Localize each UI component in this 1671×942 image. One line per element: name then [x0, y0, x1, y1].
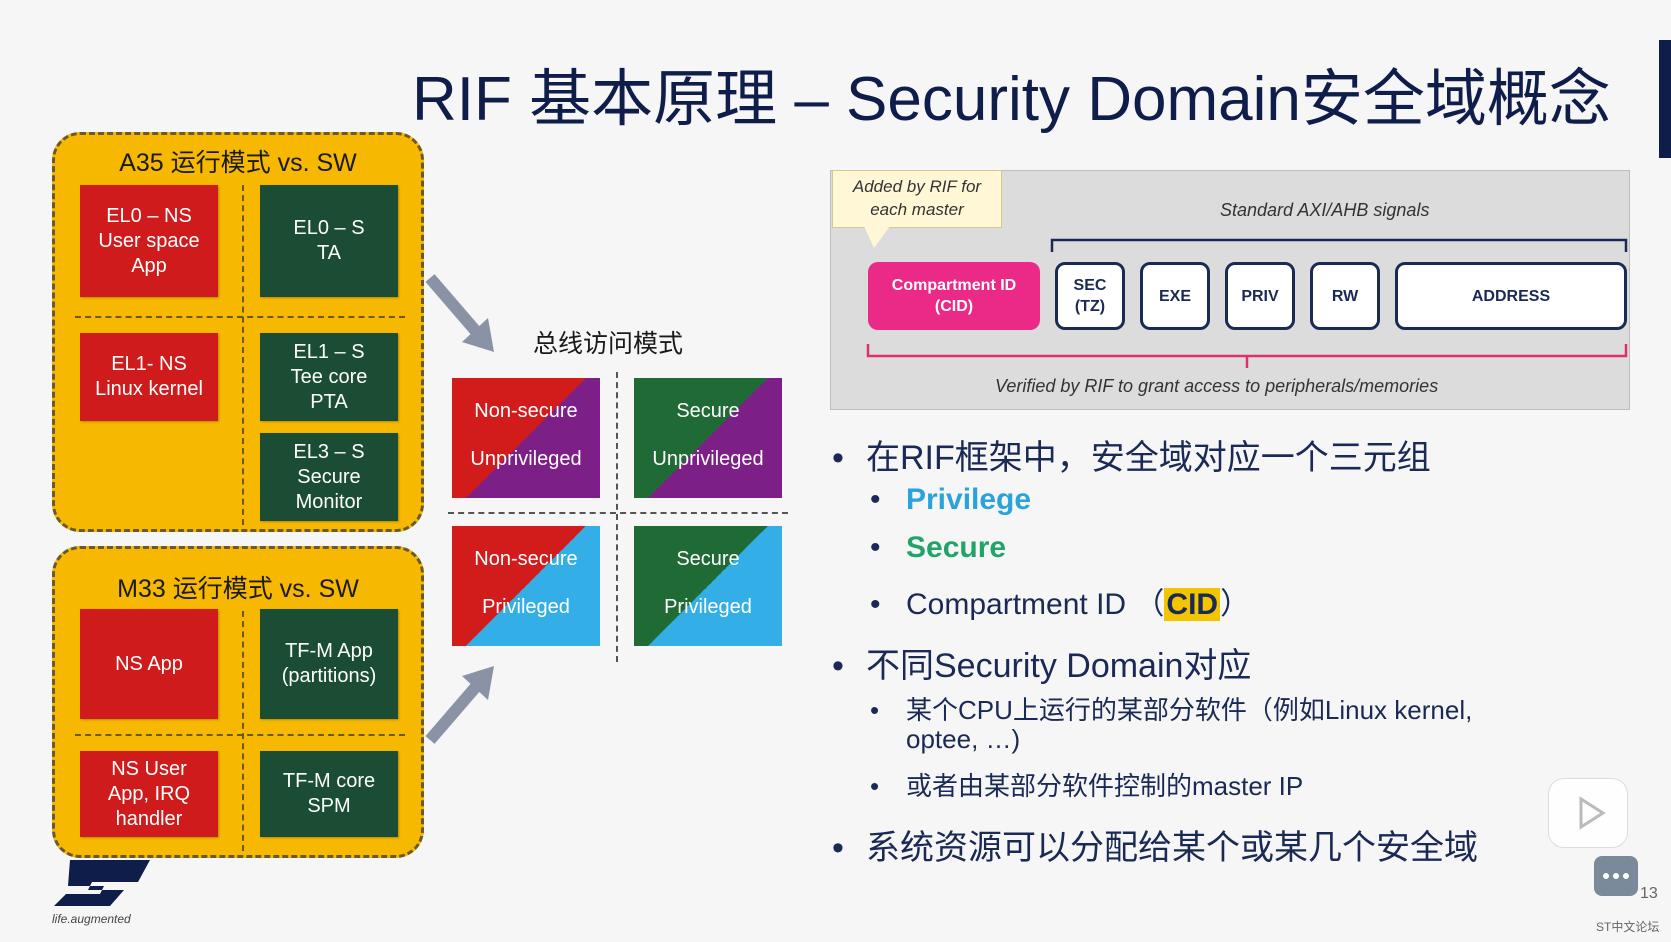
bullet-cid: •Compartment ID （CID） [870, 588, 1251, 621]
priv-signal: PRIV [1225, 262, 1295, 330]
quad-secure-privileged: Secure Privileged [634, 526, 782, 646]
forum-label: ST中文论坛 [1596, 920, 1660, 934]
quad-label: Unprivileged [470, 448, 582, 470]
quad-label: Secure [676, 400, 740, 422]
m33-panel-title: M33 运行模式 vs. SW [117, 575, 359, 603]
quad-label: Unprivileged [652, 448, 764, 470]
quad-label: Privileged [664, 596, 752, 618]
quad-nonsecure-privileged: Non-secure Privileged [452, 526, 600, 646]
el1-s-box: EL1 – S Tee core PTA [260, 333, 398, 421]
standard-signals-label: Standard AXI/AHB signals [1220, 200, 1430, 220]
address-signal: ADDRESS [1395, 262, 1627, 330]
st-logo-icon [54, 860, 150, 906]
a35-panel: A35 运行模式 vs. SW EL0 – NS User space App … [52, 132, 424, 532]
divider [616, 372, 618, 662]
page-number: 13 [1640, 885, 1658, 902]
quad-nonsecure-unprivileged: Non-secure Unprivileged [452, 378, 600, 498]
bus-access-label: 总线访问模式 [533, 330, 684, 358]
el1-ns-box: EL1- NS Linux kernel [80, 333, 218, 421]
page-title: RIF 基本原理 – Security Domain安全域概念 [412, 65, 1611, 134]
bracket-top [1050, 238, 1628, 252]
exe-signal: EXE [1140, 262, 1210, 330]
a35-panel-title: A35 运行模式 vs. SW [119, 149, 357, 177]
bullet-2a: •某个CPU上运行的某部分软件（例如Linux kernel, [870, 695, 1473, 725]
logo-tagline: life.augmented [52, 912, 131, 926]
cid-prefix: Compartment ID （ [906, 588, 1165, 621]
bullet-2a-text: 某个CPU上运行的某部分软件（例如Linux kernel, [906, 695, 1473, 725]
tfm-core-box: TF-M core SPM [260, 751, 398, 837]
privilege-text: Privilege [906, 483, 1032, 516]
ns-user-box: NS User App, IRQ handler [80, 751, 218, 837]
arrow-up-icon [425, 666, 494, 744]
tfm-app-box: TF-M App (partitions) [260, 609, 398, 719]
quad-label: Secure [676, 548, 740, 570]
bullet-2b: •或者由某部分软件控制的master IP [870, 771, 1304, 801]
secure-text: Secure [906, 531, 1007, 564]
bullet-2-text: 不同Security Domain对应 [866, 647, 1252, 685]
play-button[interactable] [1548, 778, 1628, 848]
divider [75, 316, 405, 318]
verified-label: Verified by RIF to grant access to perip… [995, 376, 1439, 396]
divider [242, 185, 244, 525]
bullet-2a-cont: optee, …) [906, 724, 1021, 754]
bullet-3-text: 系统资源可以分配给某个或某几个安全域 [866, 829, 1478, 867]
bullet-1-text: 在RIF框架中，安全域对应一个三元组 [866, 439, 1431, 477]
cid-signal: Compartment ID (CID) [868, 262, 1040, 330]
quad-label: Non-secure [474, 400, 578, 422]
sec-signal: SEC (TZ) [1055, 262, 1125, 330]
el0-ns-box: EL0 – NS User space App [80, 185, 218, 297]
bullet-1: •在RIF框架中，安全域对应一个三元组 [832, 439, 1431, 477]
cid-suffix: ） [1220, 588, 1251, 621]
quad-label: Privileged [482, 596, 570, 618]
arrow-down-icon [425, 274, 494, 352]
title-accent-bar [1659, 40, 1671, 158]
rif-note: Added by RIF for each master [832, 170, 1002, 228]
rw-signal: RW [1310, 262, 1380, 330]
el3-s-box: EL3 – S Secure Monitor [260, 433, 398, 521]
comment-icon[interactable] [1594, 856, 1638, 896]
m33-panel: M33 运行模式 vs. SW NS App TF-M App (partiti… [52, 546, 424, 858]
bullet-privilege: •Privilege [870, 483, 1032, 516]
bullet-2b-text: 或者由某部分软件控制的master IP [906, 771, 1304, 801]
divider [242, 611, 244, 851]
quad-label: Non-secure [474, 548, 578, 570]
bullet-2: •不同Security Domain对应 [832, 647, 1252, 685]
divider [448, 512, 788, 514]
bullet-3: •系统资源可以分配给某个或某几个安全域 [832, 829, 1478, 867]
note-tail [864, 226, 890, 248]
cid-highlight: CID [1164, 588, 1221, 621]
el0-s-box: EL0 – S TA [260, 185, 398, 297]
ns-app-box: NS App [80, 609, 218, 719]
bracket-bottom [866, 344, 1628, 368]
divider [75, 734, 405, 736]
bullet-secure: •Secure [870, 531, 1007, 564]
quad-secure-unprivileged: Secure Unprivileged [634, 378, 782, 498]
play-icon [1579, 796, 1606, 830]
